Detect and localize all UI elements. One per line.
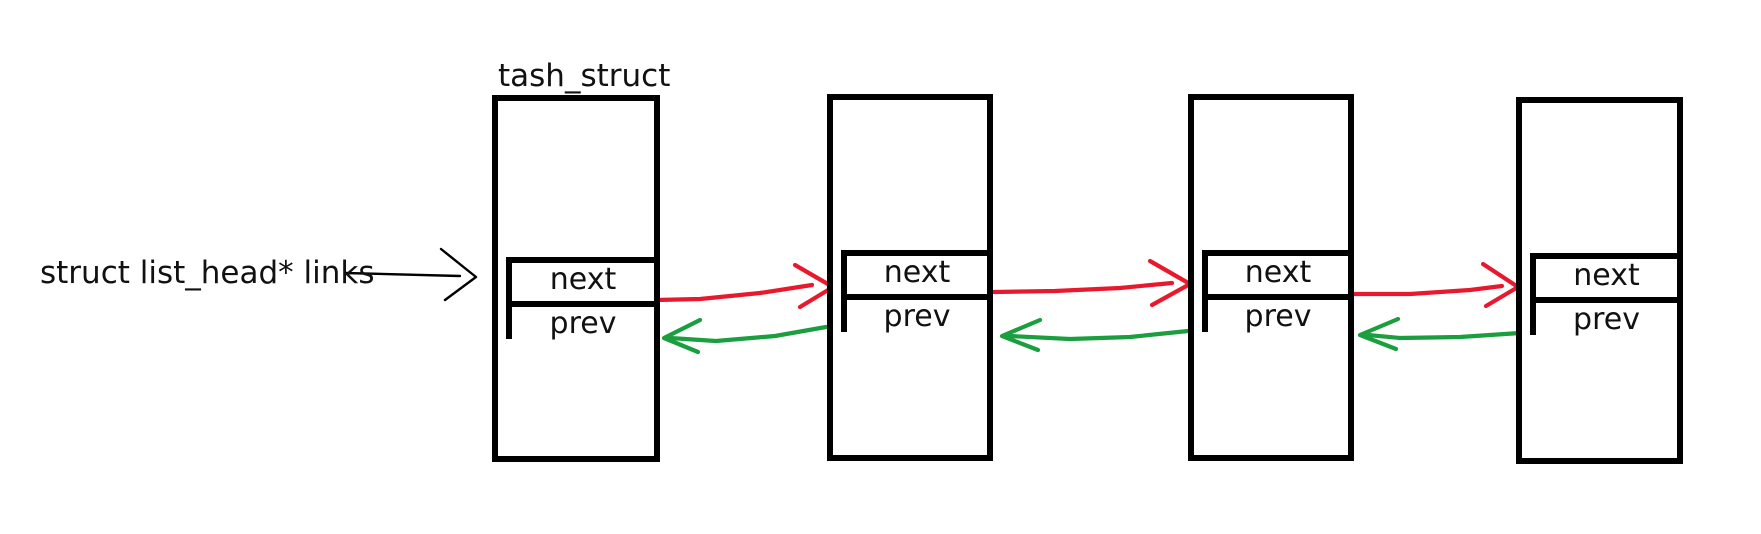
node-1-next-field[interactable]: next: [512, 263, 654, 301]
list-head-struct-3[interactable]: next prev: [1202, 250, 1354, 334]
task-struct-node-3[interactable]: next prev: [1188, 94, 1354, 461]
prev-arrow-1-icon: [661, 317, 829, 355]
node-2-prev-field[interactable]: prev: [847, 294, 987, 334]
node-2-next-field[interactable]: next: [847, 256, 987, 294]
node-1-prev-field[interactable]: prev: [512, 301, 654, 341]
node-3-prev-field[interactable]: prev: [1208, 294, 1348, 334]
struct-title-label: tash_struct: [498, 58, 671, 94]
prev-arrow-2-icon: [999, 317, 1191, 353]
task-struct-node-1[interactable]: next prev: [492, 95, 660, 462]
node-4-prev-field[interactable]: prev: [1536, 297, 1677, 337]
prev-arrow-3-icon: [1357, 316, 1523, 352]
node-3-next-field[interactable]: next: [1208, 256, 1348, 294]
next-arrow-1-icon: [653, 262, 836, 310]
next-arrow-3-icon: [1350, 261, 1521, 309]
list-head-struct-4[interactable]: next prev: [1530, 253, 1683, 337]
task-struct-node-2[interactable]: next prev: [827, 94, 993, 461]
pointer-arrow-icon: [343, 247, 478, 302]
task-struct-node-4[interactable]: next prev: [1516, 97, 1683, 464]
node-4-next-field[interactable]: next: [1536, 259, 1677, 297]
list-head-struct-2[interactable]: next prev: [841, 250, 993, 334]
next-arrow-2-icon: [991, 258, 1193, 308]
pointer-label: struct list_head* links: [40, 255, 375, 291]
list-head-struct-1[interactable]: next prev: [506, 257, 660, 341]
